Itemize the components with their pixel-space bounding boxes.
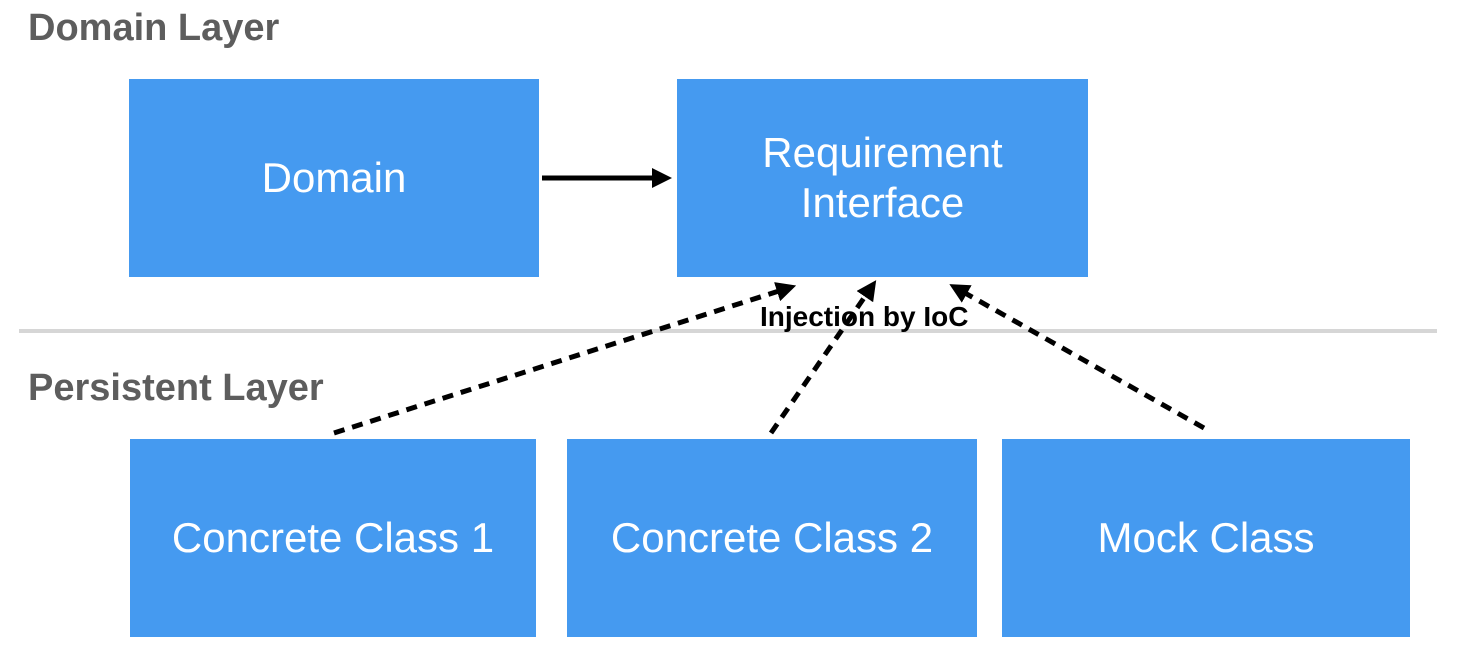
injection-by-ioc-label: Injection by IoC bbox=[760, 301, 969, 332]
node-requirement-interface: Requirement Interface bbox=[677, 79, 1088, 277]
persistent-layer-title: Persistent Layer bbox=[28, 367, 324, 409]
layer-divider bbox=[19, 329, 1437, 333]
dashed-arrow-concrete1-to-interface bbox=[333, 282, 797, 436]
node-concrete-class-1-label: Concrete Class 1 bbox=[171, 513, 495, 561]
node-concrete-class-2-label: Concrete Class 2 bbox=[610, 513, 934, 561]
node-concrete-class-1: Concrete Class 1 bbox=[130, 439, 536, 637]
node-domain-label: Domain bbox=[261, 153, 407, 201]
node-mock-class-label: Mock Class bbox=[1097, 513, 1315, 561]
node-domain: Domain bbox=[129, 79, 539, 277]
node-requirement-interface-label: Requirement Interface bbox=[762, 128, 1003, 226]
dashed-arrow-mock-to-interface bbox=[949, 284, 1206, 431]
node-mock-class: Mock Class bbox=[1002, 439, 1410, 637]
node-concrete-class-2: Concrete Class 2 bbox=[567, 439, 977, 637]
domain-layer-title: Domain Layer bbox=[28, 7, 280, 49]
